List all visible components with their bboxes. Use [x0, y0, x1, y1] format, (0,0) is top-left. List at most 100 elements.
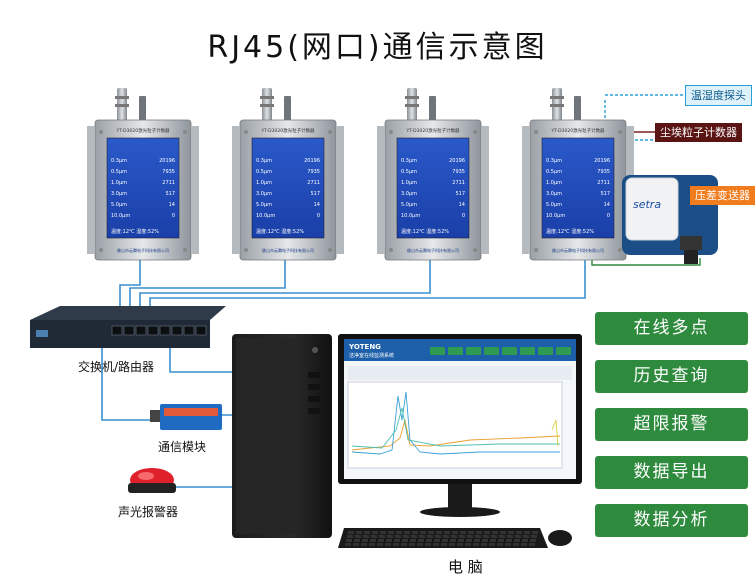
- pressure-label: 压差变送器: [690, 186, 755, 205]
- particle-count: 14: [604, 202, 610, 208]
- particle-size: 10.0μm: [401, 213, 420, 219]
- particle-size: 0.3μm: [401, 158, 417, 164]
- module-label: 通信模块: [158, 440, 207, 454]
- device-model: YT-D3020激光粒子计数器: [115, 127, 170, 134]
- mouse: [548, 530, 572, 546]
- particle-count: 20196: [159, 158, 175, 164]
- alarm-light: [128, 468, 176, 493]
- particle-size: 10.0μm: [111, 213, 130, 219]
- particle-count: 7935: [597, 169, 610, 175]
- monitor-brand: YOTENG: [348, 343, 381, 351]
- particle-count: 14: [314, 202, 320, 208]
- feature-history-query: 历史查询: [595, 360, 748, 393]
- particle-size: 0.3μm: [111, 158, 127, 164]
- feature-over-limit-alarm: 超限报警: [595, 408, 748, 441]
- particle-counter-1: YT-D3020激光粒子计数器 0.3μm 20196 0.5μm 7935 1.0μm 2…: [87, 88, 199, 261]
- particle-size: 1.0μm: [401, 180, 417, 186]
- particle-count: 0: [172, 213, 175, 219]
- software-toolbar-button: [502, 347, 517, 355]
- particle-count: 0: [462, 213, 465, 219]
- particle-count: 517: [310, 191, 320, 197]
- particle-size: 5.0μm: [256, 202, 272, 208]
- device-footer: 温度:12℃ 湿度:52%: [256, 228, 304, 235]
- switch-port: [111, 325, 123, 336]
- particle-size: 0.3μm: [546, 158, 562, 164]
- probe-label: 温湿度探头: [685, 85, 752, 106]
- page-title: RJ45(网口)通信示意图: [207, 30, 548, 65]
- particle-size: 0.3μm: [256, 158, 272, 164]
- switch-port: [123, 325, 135, 336]
- particle-count: 517: [455, 191, 465, 197]
- feature-data-analysis: 数据分析: [595, 504, 748, 537]
- switch-port: [135, 325, 147, 336]
- particle-count: 14: [459, 202, 465, 208]
- pressure-cable: [591, 258, 701, 266]
- device-company: 佛山市云腾电子科技有限公司: [552, 247, 604, 253]
- particle-count: 2711: [452, 180, 465, 186]
- device-company: 佛山市云腾电子科技有限公司: [407, 247, 459, 253]
- particle-size: 3.0μm: [111, 191, 127, 197]
- particle-count: 0: [317, 213, 320, 219]
- switch-label: 交换机/路由器: [78, 360, 155, 374]
- feature-online-multipoint: 在线多点: [595, 312, 748, 345]
- monitor-subtitle: 洁净室在线监测系统: [349, 352, 394, 359]
- particle-size: 10.0μm: [256, 213, 275, 219]
- particle-size: 3.0μm: [256, 191, 272, 197]
- device-model: YT-D3020激光粒子计数器: [260, 127, 315, 134]
- particle-size: 0.5μm: [111, 169, 127, 175]
- particle-count: 7935: [452, 169, 465, 175]
- software-toolbar-button: [538, 347, 553, 355]
- particle-size: 5.0μm: [111, 202, 127, 208]
- software-toolbar-button: [430, 347, 445, 355]
- device-model: YT-D3020激光粒子计数器: [550, 127, 605, 134]
- software-toolbar-button: [556, 347, 571, 355]
- switch-port: [183, 325, 195, 336]
- particle-count: 20196: [304, 158, 320, 164]
- computer-tower: [232, 334, 332, 538]
- software-toolbar-button: [484, 347, 499, 355]
- particle-size: 5.0μm: [546, 202, 562, 208]
- particle-count: 20196: [594, 158, 610, 164]
- alarm-label: 声光报警器: [118, 505, 179, 519]
- switch-port: [159, 325, 171, 336]
- particle-count: 7935: [307, 169, 320, 175]
- particle-size: 1.0μm: [546, 180, 562, 186]
- particle-size: 3.0μm: [401, 191, 417, 197]
- particle-count: 517: [165, 191, 175, 197]
- particle-count: 14: [169, 202, 175, 208]
- particle-count: 2711: [597, 180, 610, 186]
- particle-counter-2: YT-D3020激光粒子计数器 0.3μm 20196 0.5μm 7935 1.0μm 2…: [232, 88, 344, 261]
- software-toolbar-button: [466, 347, 481, 355]
- particle-size: 1.0μm: [111, 180, 127, 186]
- particle-size: 3.0μm: [546, 191, 562, 197]
- communication-module: [150, 404, 222, 430]
- particle-count: 20196: [449, 158, 465, 164]
- particle-count: 7935: [162, 169, 175, 175]
- network-switch: [30, 306, 226, 348]
- particle-size: 5.0μm: [401, 202, 417, 208]
- software-toolbar-button: [520, 347, 535, 355]
- software-toolbar-button: [448, 347, 463, 355]
- particle-count: 0: [607, 213, 610, 219]
- switch-port: [171, 325, 183, 336]
- particle-size: 1.0μm: [256, 180, 272, 186]
- counter-label: 尘埃粒子计数器: [655, 123, 742, 142]
- device-footer: 温度:12℃ 湿度:52%: [111, 228, 159, 235]
- switch-port: [195, 325, 207, 336]
- device-company: 佛山市云腾电子科技有限公司: [117, 247, 169, 253]
- particle-count: 2711: [307, 180, 320, 186]
- device-footer: 温度:12℃ 湿度:52%: [546, 228, 594, 235]
- computer-label: 电 脑: [448, 558, 483, 576]
- device-footer: 温度:12℃ 湿度:52%: [401, 228, 449, 235]
- particle-size: 10.0μm: [546, 213, 565, 219]
- particle-counter-4: YT-D3020激光粒子计数器 0.3μm 20196 0.5μm 7935 1.0μm 2…: [522, 88, 634, 261]
- switch-port: [147, 325, 159, 336]
- particle-size: 0.5μm: [546, 169, 562, 175]
- particle-size: 0.5μm: [256, 169, 272, 175]
- device-model: YT-D3020激光粒子计数器: [405, 127, 460, 134]
- computer-monitor: YOTENG 洁净室在线监测系统: [338, 334, 582, 517]
- particle-count: 2711: [162, 180, 175, 186]
